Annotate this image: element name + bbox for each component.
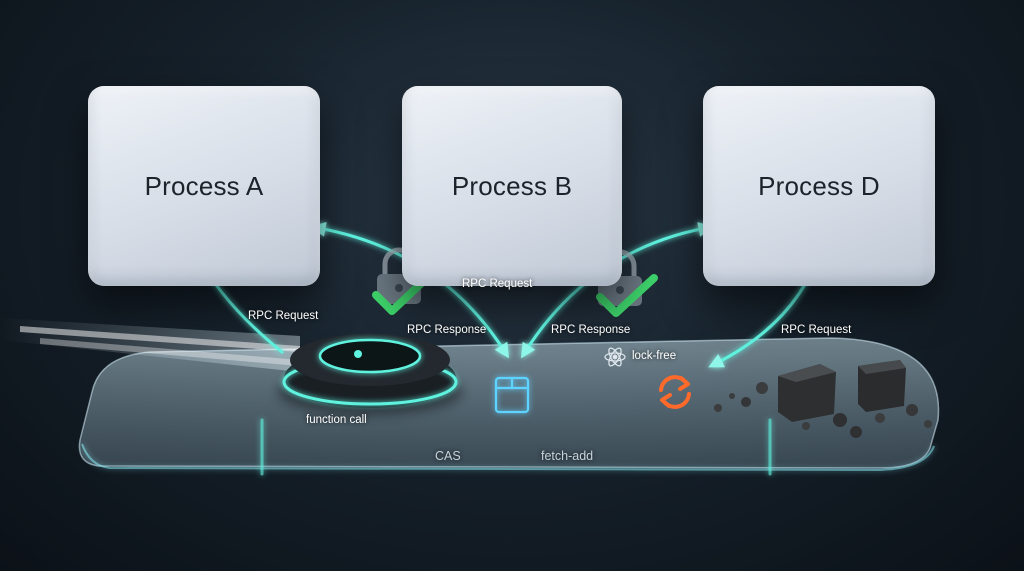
label-function-call: function call bbox=[306, 414, 367, 426]
label-rpc-response-right: RPC Response bbox=[551, 324, 631, 336]
checkmark-icon bbox=[596, 274, 658, 317]
label-rpc-response-left: RPC Response bbox=[407, 324, 487, 336]
motion-streaks bbox=[0, 318, 300, 372]
process-d-node: Process D bbox=[703, 86, 935, 286]
process-d-label: Process D bbox=[758, 170, 880, 201]
atom-icon bbox=[604, 347, 626, 367]
label-rpc-request-right: RPC Request bbox=[781, 324, 852, 336]
checkmark-icon bbox=[372, 273, 432, 315]
process-a-label: Process A bbox=[144, 170, 264, 201]
process-b-label: Process B bbox=[451, 170, 573, 201]
process-a-node: Process A bbox=[88, 86, 320, 286]
box-icon bbox=[494, 376, 530, 414]
process-b-node: Process B bbox=[402, 86, 622, 286]
label-fetch-add: fetch-add bbox=[541, 449, 594, 463]
robot-vacuum-icon bbox=[278, 334, 462, 414]
label-rpc-request-left: RPC Request bbox=[248, 310, 319, 322]
label-cas: CAS bbox=[435, 449, 461, 463]
label-rpc-request-center: RPC Request bbox=[462, 278, 533, 290]
sync-arrows-icon bbox=[659, 375, 691, 409]
label-lock-free: lock-free bbox=[632, 350, 677, 362]
rubble-icon bbox=[714, 360, 932, 438]
